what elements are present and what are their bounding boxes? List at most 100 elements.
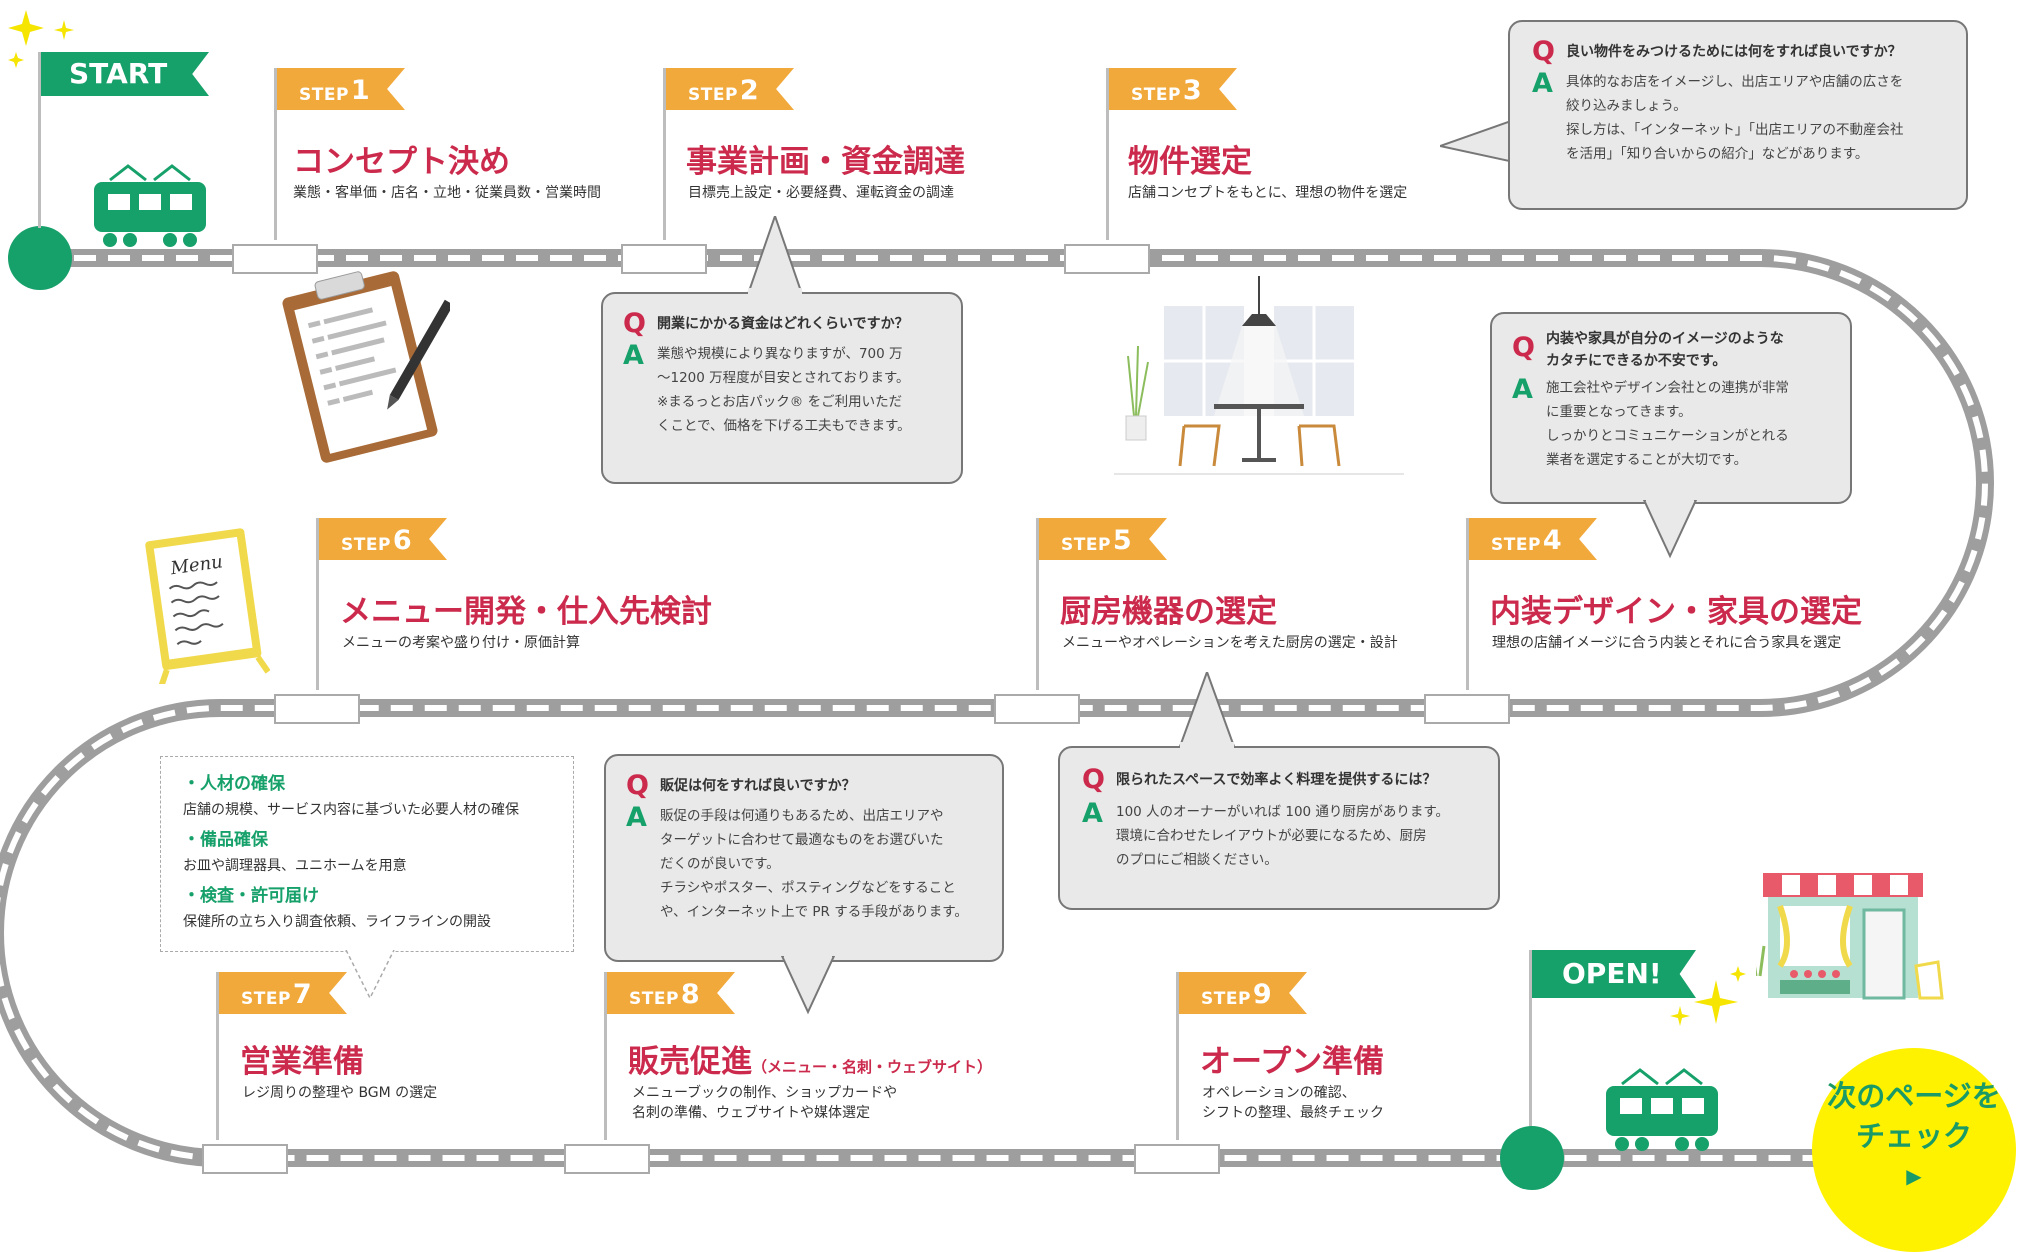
track-tie xyxy=(994,694,1080,724)
track-tie xyxy=(274,694,360,724)
qa-answer-line: 販促の手段は何通りもあるため、出店エリアや xyxy=(660,808,944,824)
train-icon xyxy=(1606,1068,1718,1151)
qa-answer-line: を活用」「知り合いからの紹介」などがあります。 xyxy=(1566,146,1869,162)
bubble-tail xyxy=(345,950,395,1000)
step8-desc-line2: 名刺の準備、ウェブサイトや媒体選定 xyxy=(632,1105,870,1121)
prep-text: お皿や調理器具、ユニホームを用意 xyxy=(183,858,407,874)
qa-bubble-property: Q 良い物件をみつけるためには何をすれば良いですか？ A 具体的なお店をイメージし… xyxy=(1508,20,1968,210)
prep-checklist-box: ・人材の確保 店舗の規模、サービス内容に基づいた必要人材の確保 ・備品確保 お皿… xyxy=(160,756,574,952)
step2-title: 事業計画・資金調達 xyxy=(686,144,965,180)
step-number: 9 xyxy=(1252,979,1272,1010)
q-mark: Q xyxy=(623,308,646,339)
track-tie xyxy=(621,244,707,274)
step-word: STEP xyxy=(1201,989,1251,1009)
a-mark: A xyxy=(1512,374,1533,405)
track-tie xyxy=(202,1144,288,1174)
open-station-dot xyxy=(1500,1126,1564,1190)
train-icon xyxy=(94,164,206,247)
next-page-line1: 次のページを xyxy=(1827,1079,2001,1113)
clipboard-icon xyxy=(282,271,450,463)
step-word: STEP xyxy=(1491,535,1541,555)
bubble-tail xyxy=(1642,500,1698,559)
qa-answer-line: に重要となってきます。 xyxy=(1546,404,1692,420)
bubble-tail-fill xyxy=(1180,742,1234,750)
qa-answer-line: 100 人のオーナーがいれば 100 通り厨房があります。 xyxy=(1116,804,1450,820)
step-word: STEP xyxy=(299,85,349,105)
qa-answer-line: 業者を選定することが大切です。 xyxy=(1546,452,1748,468)
next-page-line2: チェック xyxy=(1855,1119,1972,1153)
step6-title: メニュー開発・仕入先検討 xyxy=(340,594,712,630)
step-number: 2 xyxy=(739,75,759,106)
qa-question: 良い物件をみつけるためには何をすれば良いですか？ xyxy=(1566,44,1902,60)
step-word: STEP xyxy=(688,85,738,105)
prep-heading: ・検査・許可届け xyxy=(183,886,319,906)
play-arrow-icon: ▶ xyxy=(1906,1164,1922,1188)
qa-bubble-interior: Q 内装や家具が自分のイメージのようなカタチにできるか不安です。 A 施工会社やデ… xyxy=(1490,312,1852,504)
step-number: 3 xyxy=(1182,75,1202,106)
qa-answer-line: チラシやポスター、ポスティングなどをすること xyxy=(660,880,956,896)
qa-answer-line: しっかりとコミュニケーションがとれる xyxy=(1546,428,1789,444)
start-flag-pole xyxy=(38,52,41,228)
track-tie xyxy=(1424,694,1510,724)
qa-answer-line: 施工会社やデザイン会社との連携が非常 xyxy=(1546,380,1789,396)
bubble-tail xyxy=(1176,672,1238,752)
qa-bubble-promotion: Q 販促は何をすれば良いですか？ A 販促の手段は何通りもあるため、出店エリアやタ… xyxy=(604,754,1004,962)
step-word: STEP xyxy=(1061,535,1111,555)
step-number: 7 xyxy=(292,979,312,1010)
track-tie xyxy=(1064,244,1150,274)
step9-title: オープン準備 xyxy=(1200,1044,1385,1080)
cafe-interior-illustration xyxy=(1114,276,1404,475)
step-number: 4 xyxy=(1542,525,1562,556)
bubble-tail xyxy=(744,216,806,300)
step3-desc: 店舗コンセプトをもとに、理想の物件を選定 xyxy=(1128,185,1408,201)
a-mark: A xyxy=(1082,798,1103,829)
step4-title: 内装デザイン・家具の選定 xyxy=(1490,594,1862,630)
qa-answer-line: ～1200 万程度が目安とされております。 xyxy=(657,370,910,386)
step-number: 5 xyxy=(1112,525,1132,556)
step7-desc: レジ周りの整理や BGM の選定 xyxy=(242,1085,438,1101)
qa-answer-line: ターゲットに合わせて最適なものをお選びいた xyxy=(660,832,944,848)
qa-answer-line: のプロにご相談ください。 xyxy=(1116,852,1278,868)
open-label: OPEN! xyxy=(1562,957,1662,990)
step-word: STEP xyxy=(241,989,291,1009)
a-mark: A xyxy=(1532,68,1553,99)
step7-title: 営業準備 xyxy=(240,1044,364,1080)
qa-answer-line: だくのが良いです。 xyxy=(660,856,780,872)
step9-desc-line2: シフトの整理、最終チェック xyxy=(1202,1105,1384,1121)
qa-answer-line: 探し方は、「インターネット」「出店エリアの不動産会社 xyxy=(1566,122,1904,138)
qa-question-line: カタチにできるか不安です。 xyxy=(1546,353,1727,369)
step-word: STEP xyxy=(629,989,679,1009)
q-mark: Q xyxy=(1512,332,1535,363)
step8-title-sub: （メニュー・名刺・ウェブサイト） xyxy=(752,1058,993,1076)
next-page-button[interactable]: 次のページを チェック ▶ xyxy=(1812,1048,2016,1252)
step1-title: コンセプト決め xyxy=(293,144,510,180)
open-flag: OPEN! xyxy=(1532,950,1696,998)
q-mark: Q xyxy=(1082,764,1105,795)
track-tie xyxy=(564,1144,650,1174)
qa-question-line: 内装や家具が自分のイメージのような xyxy=(1546,331,1784,347)
start-label: START xyxy=(69,57,168,90)
step3-title: 物件選定 xyxy=(1128,144,1252,180)
step-number: 1 xyxy=(350,75,370,106)
qa-question: 販促は何をすれば良いですか？ xyxy=(660,778,856,794)
qa-bubble-kitchen: Q 限られたスペースで効率よく料理を提供するには？ A 100 人のオーナーがいれ… xyxy=(1058,746,1500,910)
step2-desc: 目標売上設定・必要経費、運転資金の調達 xyxy=(688,185,954,201)
a-mark: A xyxy=(626,802,647,833)
q-mark: Q xyxy=(1532,36,1555,67)
step5-title: 厨房機器の選定 xyxy=(1060,594,1277,630)
qa-answer-line: 絞り込みましょう。 xyxy=(1566,98,1687,114)
q-mark: Q xyxy=(626,770,649,801)
qa-question: 限られたスペースで効率よく料理を提供するには？ xyxy=(1116,772,1437,788)
step-number: 8 xyxy=(680,979,700,1010)
qa-question: 開業にかかる資金はどれくらいですか？ xyxy=(657,316,909,332)
start-station-dot xyxy=(8,226,72,290)
qa-answer-line: 具体的なお店をイメージし、出店エリアや店舗の広さを xyxy=(1566,74,1904,90)
storefront-illustration xyxy=(1756,873,1944,1000)
step8-title: 販売促進（メニュー・名刺・ウェブサイト） xyxy=(628,1036,992,1081)
step-word: STEP xyxy=(341,535,391,555)
qa-answer-line: 業態や規模により異なりますが、700 万 xyxy=(657,346,903,362)
sparkle-icon xyxy=(8,10,74,68)
railway-track xyxy=(0,249,1994,1167)
step4-desc: 理想の店舗イメージに合う内装とそれに合う家具を選定 xyxy=(1492,635,1842,651)
